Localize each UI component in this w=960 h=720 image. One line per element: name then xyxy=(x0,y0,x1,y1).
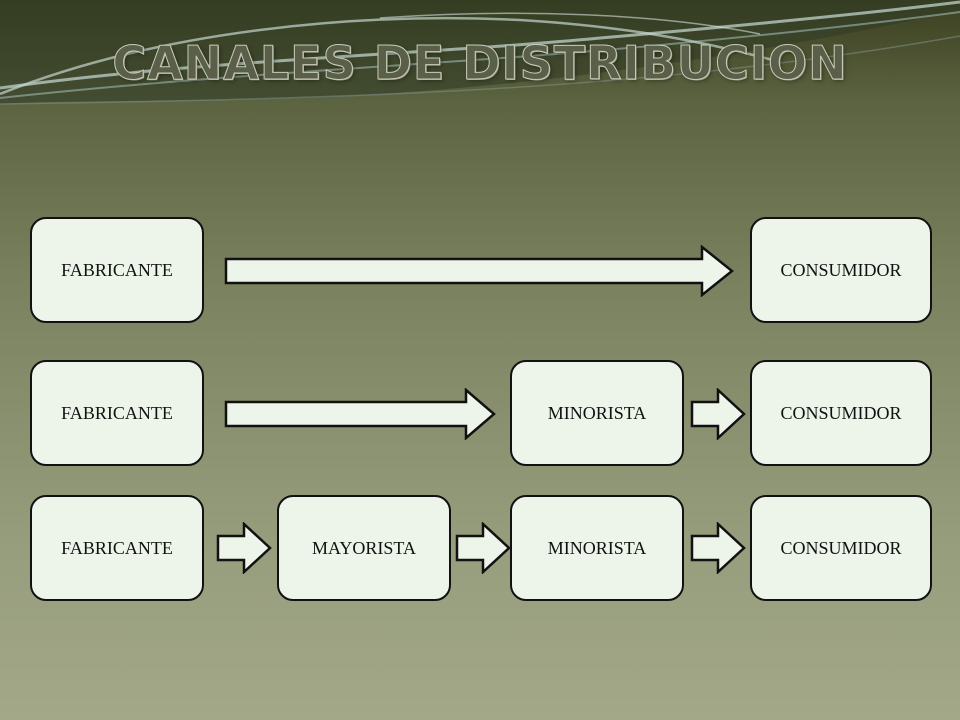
row3-node-consumidor: CONSUMIDOR xyxy=(750,495,932,601)
header-swoosh-decoration xyxy=(0,0,960,105)
row1-node-fabricante: FABRICANTE xyxy=(30,217,204,323)
row1-arrow-right-icon xyxy=(224,245,734,297)
row3-arrow-3-right-icon xyxy=(690,522,746,574)
row2-node-fabricante: FABRICANTE xyxy=(30,360,204,466)
row3-node-fabricante: FABRICANTE xyxy=(30,495,204,601)
row3-node-mayorista: MAYORISTA xyxy=(277,495,451,601)
row2-node-consumidor: CONSUMIDOR xyxy=(750,360,932,466)
row3-arrow-1-right-icon xyxy=(216,522,272,574)
row3-arrow-2-right-icon xyxy=(455,522,511,574)
row2-arrow-right-icon xyxy=(224,388,496,440)
row1-node-consumidor: CONSUMIDOR xyxy=(750,217,932,323)
row3-node-minorista: MINORISTA xyxy=(510,495,684,601)
slide-title: CANALES DE DISTRIBUCION xyxy=(112,36,848,91)
row2-node-minorista: MINORISTA xyxy=(510,360,684,466)
row2-arrow-short-right-icon xyxy=(690,388,746,440)
